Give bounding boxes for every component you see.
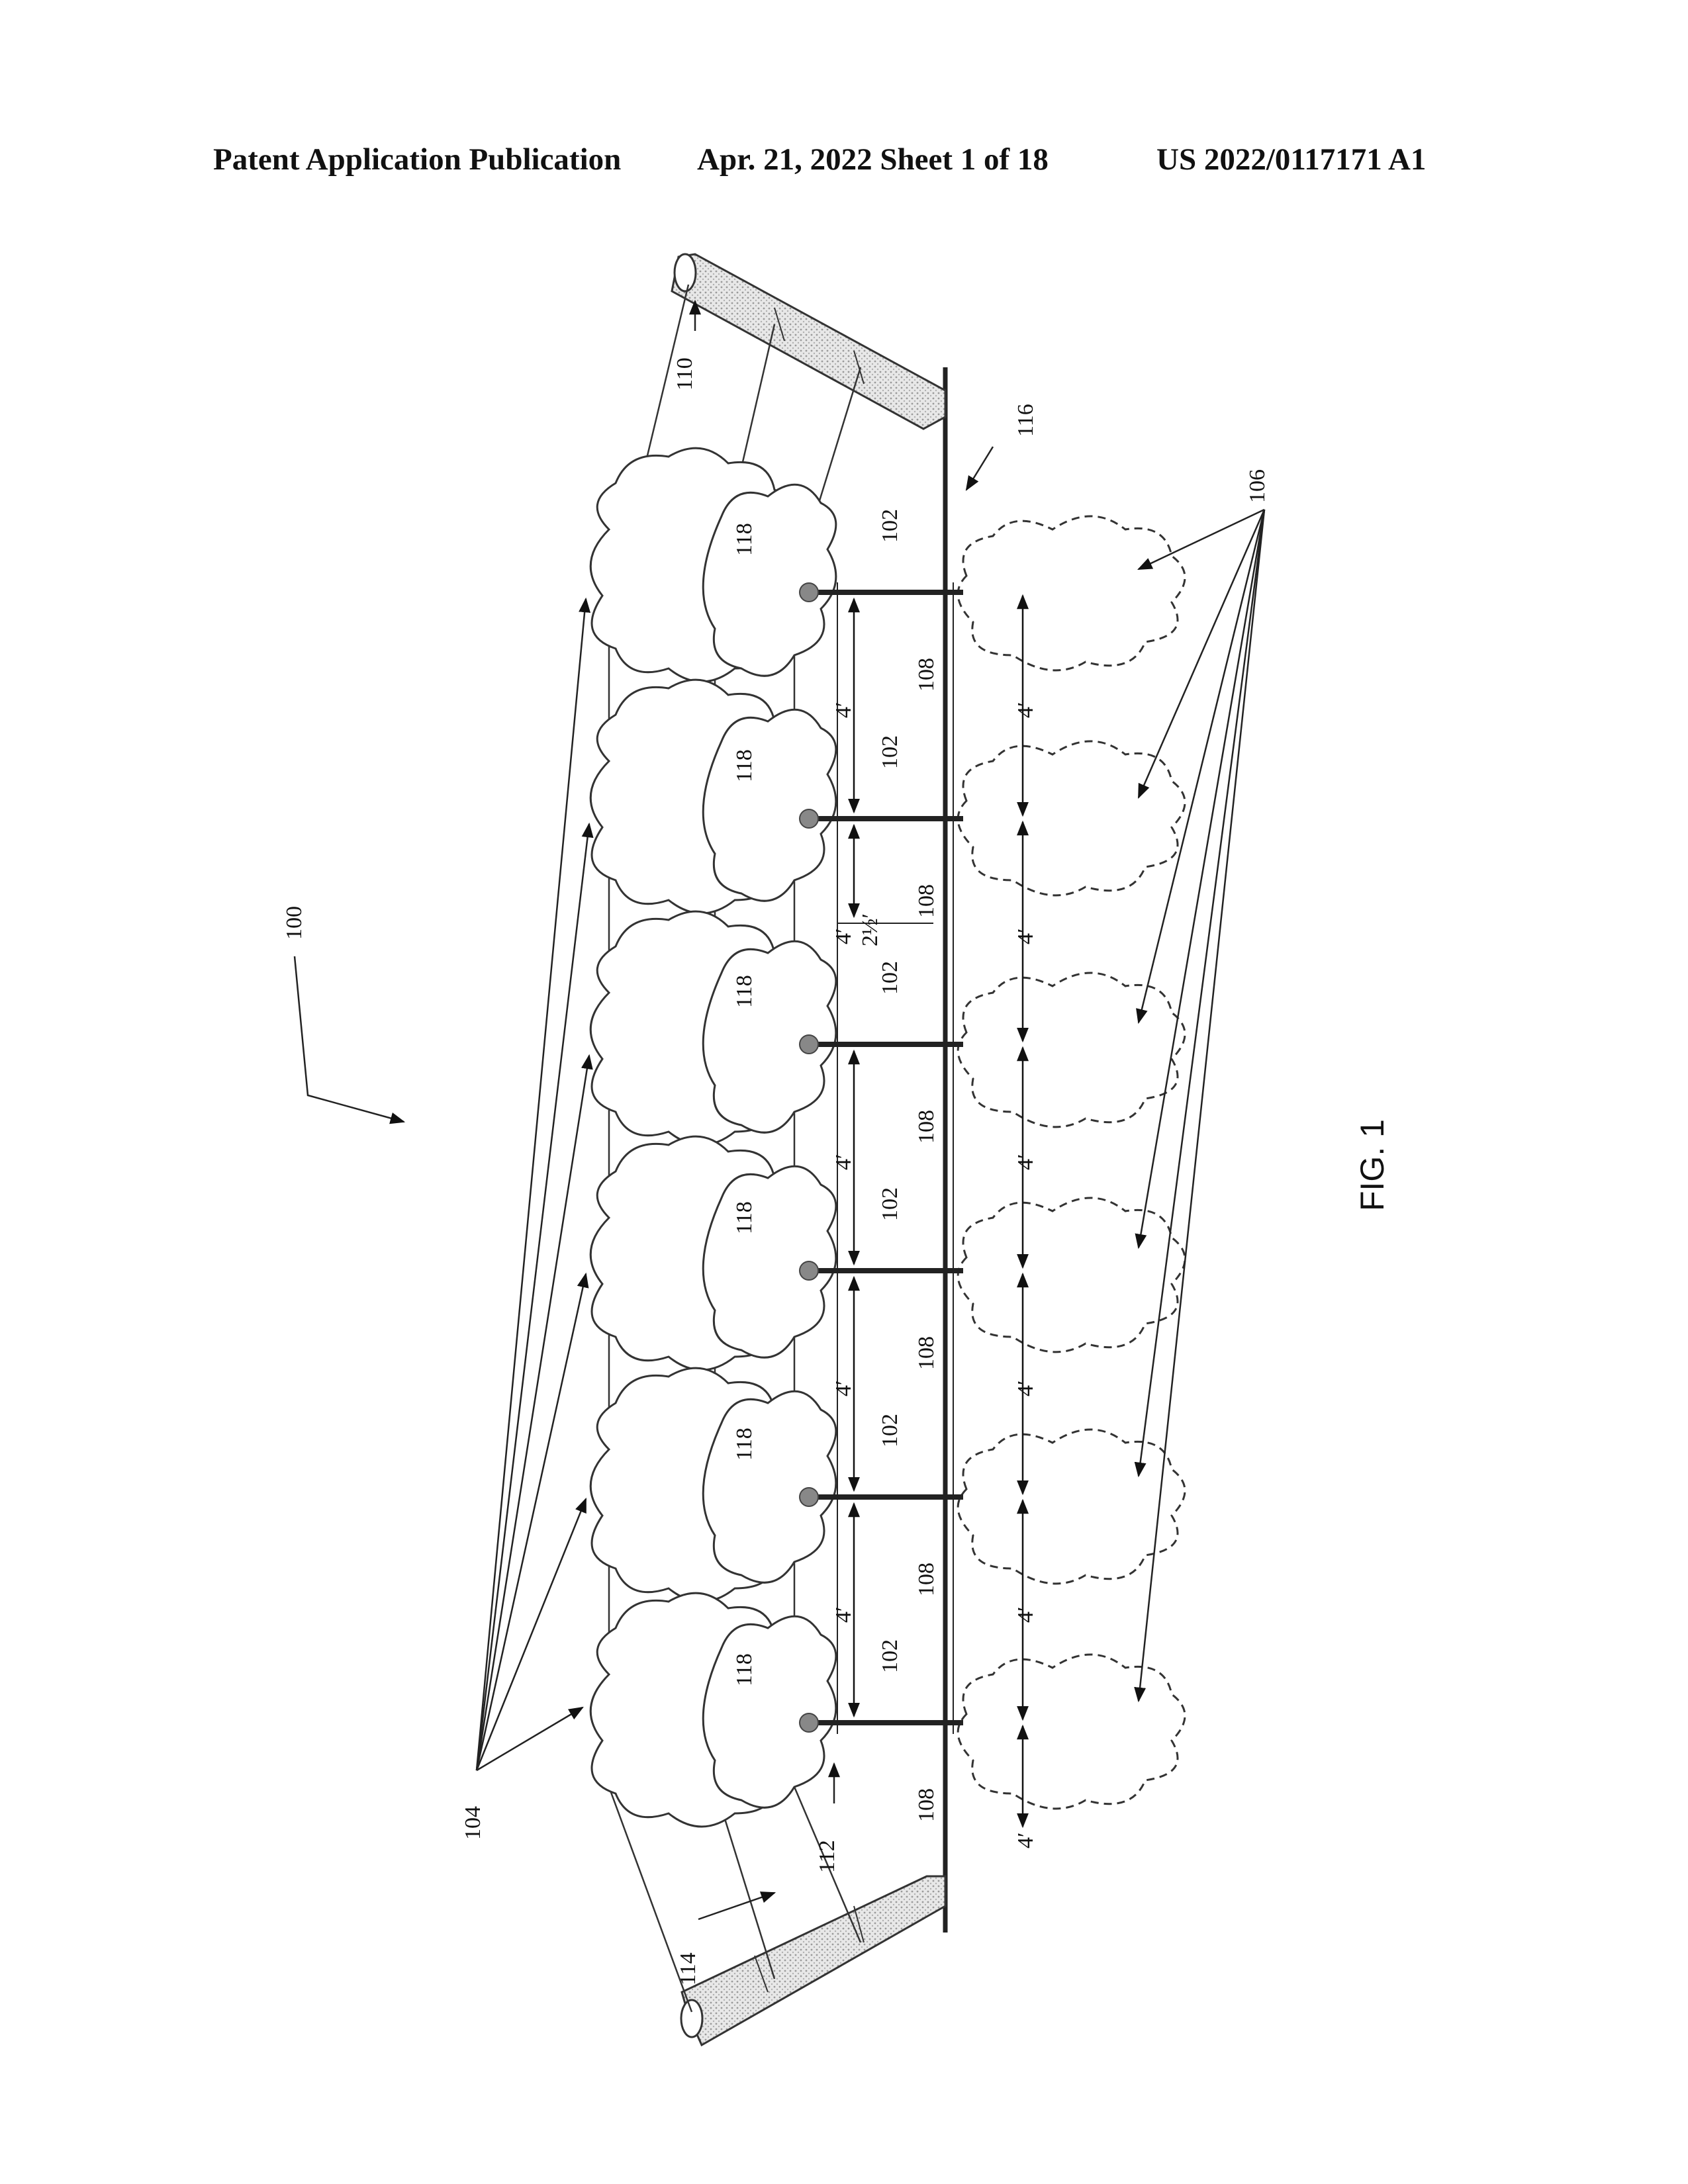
dim-4ft-right: 4′ — [1013, 1381, 1038, 1396]
upper-support-member — [672, 254, 945, 429]
ref-110: 110 — [673, 357, 697, 390]
dim-4ft-right: 4′ — [1013, 1607, 1038, 1623]
ref-118: 118 — [732, 1653, 757, 1686]
dim-4ft-left: 4′ — [831, 1154, 856, 1170]
ref-102: 102 — [878, 509, 902, 543]
ref-106: 106 — [1245, 469, 1270, 503]
dim-4ft-right: 4′ — [1013, 1833, 1038, 1848]
ref-114: 114 — [676, 1952, 700, 1985]
dim-4ft-left: 4′ — [831, 1381, 856, 1396]
dashed-plant-canopies — [958, 516, 1185, 1809]
ref-102: 102 — [878, 1639, 902, 1673]
ref-108: 108 — [914, 1110, 939, 1144]
ref-108: 108 — [914, 1788, 939, 1822]
dim-4ft-right: 4′ — [1013, 1154, 1038, 1170]
ref-102: 102 — [878, 1187, 902, 1221]
dim-4ft-left: 4′ — [831, 702, 856, 718]
ref-100: 100 — [282, 906, 306, 940]
ref-102: 102 — [878, 961, 902, 995]
ref-118: 118 — [732, 1201, 757, 1234]
ref-118: 118 — [732, 523, 757, 556]
ref-102: 102 — [878, 1414, 902, 1447]
dim-4ft-right: 4′ — [1013, 929, 1038, 944]
ref-118: 118 — [732, 1428, 757, 1461]
ref-116: 116 — [1013, 404, 1038, 437]
dim-4ft-right: 4′ — [1013, 702, 1038, 718]
dim-2half: 2½′ — [858, 913, 882, 946]
ref-112: 112 — [815, 1840, 839, 1873]
dim-4ft-left: 4′ — [831, 1607, 856, 1623]
ref-108: 108 — [914, 658, 939, 692]
ref-118: 118 — [732, 749, 757, 782]
ref-118: 118 — [732, 975, 757, 1008]
ref-104: 104 — [461, 1806, 485, 1840]
dim-4ft-left: 4′ — [831, 929, 856, 944]
ref-108: 108 — [914, 1336, 939, 1370]
lower-support-member — [681, 1876, 945, 2045]
ref-108: 108 — [914, 1563, 939, 1596]
ref-102: 102 — [878, 735, 902, 769]
figure-caption: FIG. 1 — [1354, 1119, 1391, 1211]
ref-108: 108 — [914, 884, 939, 918]
